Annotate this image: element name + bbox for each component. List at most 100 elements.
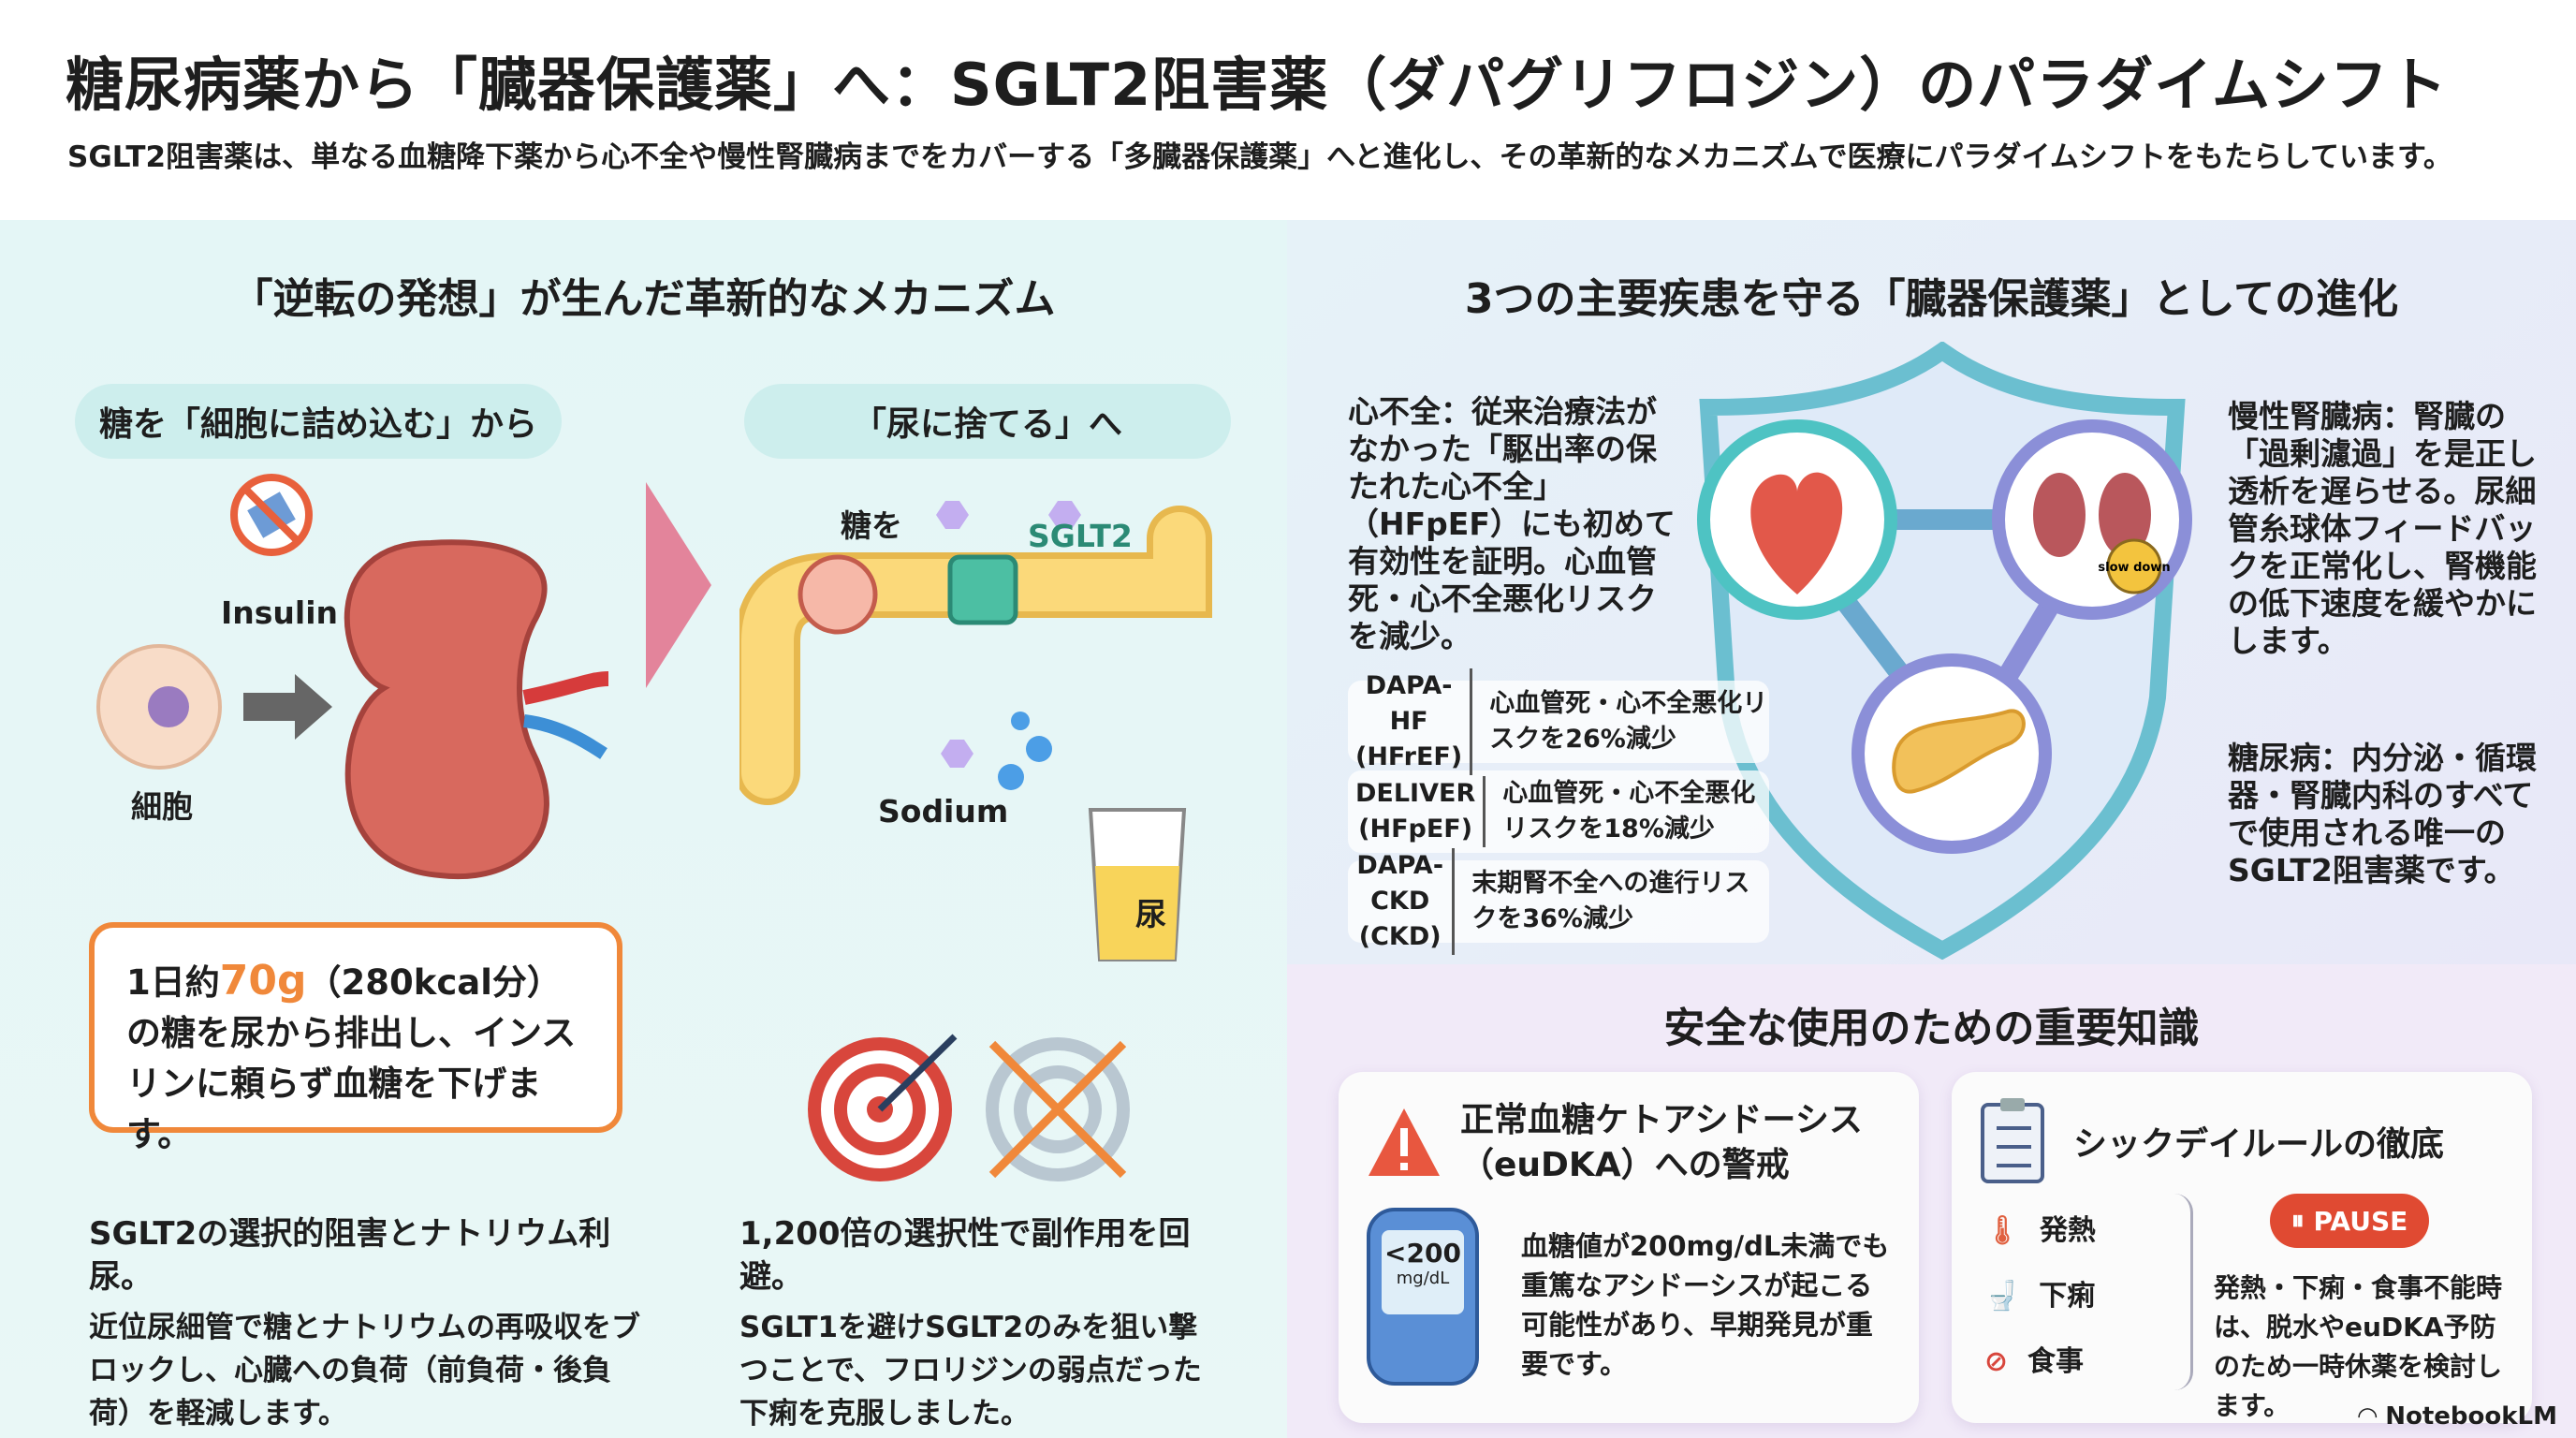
ckd-desc: 腎臓の「過剰濾過」を是正し透析を遅らせる。尿細管糸球体フィードバックを正常化し、…: [2228, 398, 2537, 659]
slow-down-badge: [2106, 538, 2162, 594]
sodium-icon: [1011, 712, 1030, 730]
condition-label: 食事: [2027, 1345, 2085, 1378]
condition-label: 発熱: [2039, 1214, 2096, 1247]
urine-label: 尿: [1135, 896, 1166, 932]
condition-label: 下痢: [2039, 1280, 2096, 1313]
pancreas-circle: [1852, 653, 2052, 854]
target-miss-icon: [986, 1037, 1130, 1181]
pause-badge: ⏸ PAUSE: [2270, 1194, 2429, 1248]
callout-prefix: 1日約: [126, 962, 220, 1003]
sglt2-label: SGLT2: [1028, 518, 1133, 554]
trial-item: DAPA-CKD (CKD) 末期腎不全への進行リスクを36%減少: [1348, 848, 1769, 955]
brand-label: NotebookLM: [2385, 1402, 2557, 1431]
sickday-card: シックデイルールの徹底 🌡 発熱 🚽 下痢 ⊘ 食事 ⏸ PAUSE 発熱・下痢…: [1952, 1072, 2532, 1423]
notebooklm-brand: ◠ NotebookLM: [2358, 1402, 2557, 1431]
trial-result: 末期腎不全への進行リスクを36%減少: [1471, 869, 1750, 933]
heart-failure-text: 心不全：従来治療法がなかった「駆出率の保たれた心不全」（HFpEF）にも初めて有…: [1348, 393, 1680, 655]
glomerulus-icon: [798, 554, 878, 635]
organ-protection-panel: 3つの主要疾患を守る「臓器保護薬」としての進化 slow down 心不全：従来…: [1287, 220, 2576, 964]
trial-result: 心血管死・心不全悪化リスクを18%減少: [1502, 779, 1756, 844]
heart-failure-term: 心不全：: [1348, 393, 1471, 430]
cell-label: 細胞: [131, 788, 193, 825]
sglt2-transporter-icon: [947, 554, 1018, 625]
kidney-cell-illustration: [96, 474, 609, 880]
organ-heading: 3つの主要疾患を守る「臓器保護薬」としての進化: [1464, 275, 2399, 323]
callout-text: （280kcal分）の糖を尿から排出し、インスリンに頼らず血糖を下げます。: [126, 962, 577, 1154]
shield-illustration: slow down: [1697, 342, 2192, 960]
point2-title: 1,200倍の選択性で副作用を回避。: [739, 1215, 1191, 1296]
condition-fever: 🌡 発熱: [1984, 1198, 2096, 1264]
diabetes-text: 糖尿病：内分泌・循環器・腎臓内科のすべてで使用される唯一のSGLT2阻害薬です。: [2228, 740, 2537, 889]
pill-before: 糖を「細胞に詰め込む」から: [75, 384, 562, 459]
glucose-meter-icon: <200 mg/dL: [1367, 1208, 1479, 1386]
glucose-icon: [941, 740, 973, 768]
ckd-term: 慢性腎臓病：: [2228, 398, 2413, 434]
kidney-circle: slow down: [1992, 419, 2192, 620]
safety-panel: 安全な使用のための重要知識 正常血糖ケトアシドーシス（euDKA）への警戒 <2…: [1287, 964, 2576, 1438]
notebooklm-logo-icon: ◠: [2358, 1402, 2386, 1431]
sickday-title: シックデイルールの徹底: [2073, 1125, 2445, 1164]
eudka-card: 正常血糖ケトアシドーシス（euDKA）への警戒 <200 mg/dL 血糖値が2…: [1339, 1072, 1919, 1423]
point-selectivity: 1,200倍の選択性で副作用を回避。 SGLT1を避けSGLT2のみを狙い撃つこ…: [739, 1212, 1226, 1435]
trial-item: DELIVER (HFpEF) 心血管死・心不全悪化リスクを18%減少: [1348, 770, 1769, 853]
trial-name: DELIVER: [1355, 779, 1476, 808]
diabetes-desc: 内分泌・循環器・腎臓内科のすべてで使用される唯一のSGLT2阻害薬です。: [2228, 740, 2537, 888]
insulin-label: Insulin: [221, 594, 339, 631]
point1-title: SGLT2の選択的阻害とナトリウム利尿。: [89, 1215, 611, 1296]
sugar-excretion-callout: 1日約70g（280kcal分）の糖を尿から排出し、インスリンに頼らず血糖を下げ…: [89, 922, 622, 1154]
target-hit-icon: [808, 1034, 958, 1181]
eudka-title: 正常血糖ケトアシドーシス（euDKA）への警戒: [1460, 1101, 1863, 1184]
pancreas-icon: [1892, 709, 2026, 794]
safety-heading: 安全な使用のための重要知識: [1663, 1005, 2200, 1052]
cell-icon: [96, 644, 222, 770]
condition-no-food: ⊘ 食事: [1984, 1329, 2096, 1395]
glucose-icon: [936, 501, 969, 529]
trial-type: (HFrEF): [1355, 742, 1463, 771]
badge-text: slow down: [2098, 561, 2170, 575]
no-food-icon: ⊘: [1984, 1345, 2009, 1378]
thermometer-icon: 🌡: [1984, 1214, 2021, 1247]
sodium-icon: [1026, 736, 1052, 762]
target-icons: [808, 1034, 1130, 1181]
diabetes-term: 糖尿病：: [2228, 740, 2351, 776]
arrow-icon: [243, 674, 332, 740]
glucose-icon: [1048, 501, 1081, 529]
trial-item: DAPA-HF (HFrEF) 心血管死・心不全悪化リスクを26%減少: [1348, 668, 1769, 775]
ckd-text: 慢性腎臓病：腎臓の「過剰濾過」を是正し透析を遅らせる。尿細管糸球体フィードバック…: [2228, 398, 2537, 660]
trial-result: 心血管死・心不全悪化リスクを26%減少: [1489, 689, 1768, 754]
clipboard-icon: [1981, 1098, 2044, 1183]
page-title: 糖尿病薬から「臓器保護薬」へ：SGLT2阻害薬（ダパグリフロジン）のパラダイムシ…: [66, 51, 2448, 119]
trial-type: (HFpEF): [1358, 814, 1473, 844]
sugar-label: 糖を: [841, 507, 902, 544]
pause-icon: ⏸: [2291, 1205, 2314, 1236]
meter-value: <200: [1384, 1238, 1461, 1269]
kidney-icon: [2033, 473, 2086, 557]
kidney-icon: [344, 539, 609, 880]
sickday-conditions: 🌡 発熱 🚽 下痢 ⊘ 食事: [1984, 1198, 2096, 1395]
trial-name: DAPA-CKD: [1356, 851, 1444, 916]
heart-failure-desc: 従来治療法がなかった「駆出率の保たれた心不全」（HFpEF）にも初めて有効性を証…: [1348, 393, 1676, 654]
sickday-text: 発熱・下痢・食事不能時は、脱水やeuDKA予防のため一時休薬を検討します。: [2214, 1272, 2503, 1421]
meter-unit: mg/dL: [1396, 1269, 1450, 1288]
point1-body: 近位尿細管で糖とナトリウムの再吸収をブロックし、心臓への負荷（前負荷・後負荷）を…: [89, 1311, 640, 1431]
heart-circle: [1697, 419, 1897, 620]
heart-icon: [1750, 472, 1843, 594]
no-insulin-icon: [230, 474, 313, 556]
trial-name: DAPA-HF: [1365, 671, 1453, 736]
page-subtitle: SGLT2阻害薬は、単なる血糖降下薬から心不全や慢性腎臓病までをカバーする「多臓…: [67, 140, 2452, 174]
trial-list: DAPA-HF (HFrEF) 心血管死・心不全悪化リスクを26%減少 DELIVE…: [1348, 668, 1769, 955]
mechanism-panel: 「逆転の発想」が生んだ革新的なメカニズム 糖を「細胞に詰め込む」から 「尿に捨て…: [0, 220, 1287, 1438]
toilet-icon: 🚽: [1984, 1280, 2020, 1313]
trial-type: (CKD): [1358, 922, 1442, 951]
point-selective-inhibition: SGLT2の選択的阻害とナトリウム利尿。 近位尿細管で糖とナトリウムの再吸収をブ…: [89, 1212, 651, 1435]
mechanism-heading: 「逆転の発想」が生んだ革新的なメカニズム: [231, 275, 1056, 323]
point2-body: SGLT1を避けSGLT2のみを狙い撃つことで、フロリジンの弱点だった下痢を克服…: [739, 1311, 1202, 1431]
meter-screen: <200 mg/dL: [1382, 1230, 1464, 1314]
sodium-label: Sodium: [878, 793, 1009, 829]
pause-label: PAUSE: [2313, 1205, 2408, 1237]
callout-amount: 70g: [219, 957, 307, 1005]
urine-cup-icon: [1088, 808, 1187, 961]
kidney-icon: [2099, 473, 2151, 557]
condition-diarrhea: 🚽 下痢: [1984, 1264, 2096, 1329]
sodium-icon: [998, 764, 1024, 790]
